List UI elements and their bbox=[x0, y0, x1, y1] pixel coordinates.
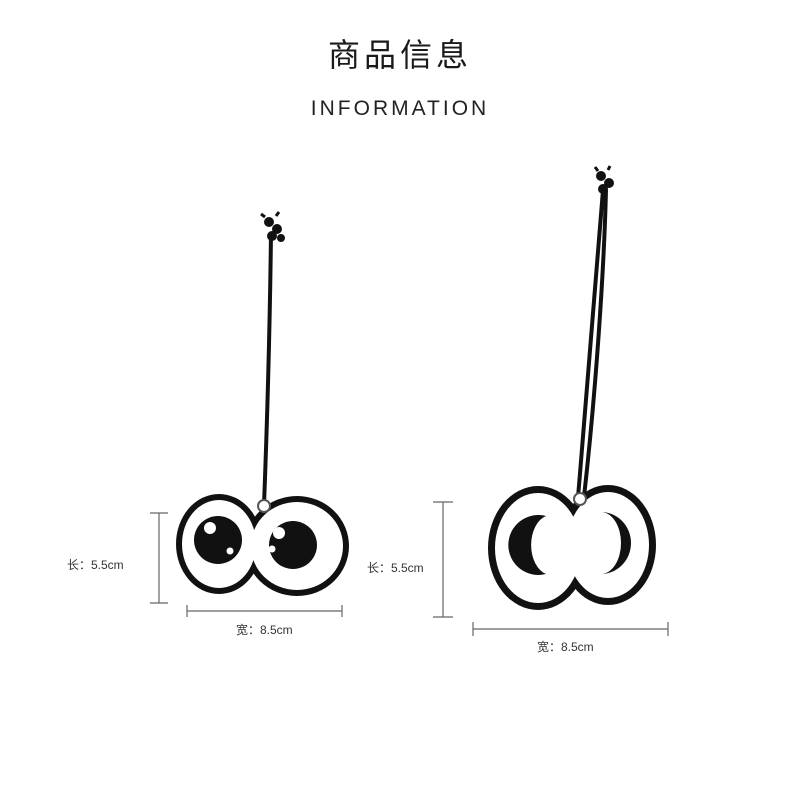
width-label-left: 宽：8.5cm bbox=[236, 623, 293, 637]
eye-pendant-left bbox=[176, 211, 349, 596]
grommet-right-icon bbox=[573, 492, 587, 506]
page-subtitle: INFORMATION bbox=[310, 97, 490, 120]
knot-left-icon bbox=[260, 211, 285, 242]
pupil-left-2-icon bbox=[268, 521, 317, 569]
dimension-lines-right bbox=[433, 501, 669, 636]
cord-left bbox=[262, 231, 273, 506]
width-label-right: 宽：8.5cm bbox=[537, 640, 594, 654]
grommet-left-icon bbox=[257, 499, 271, 513]
cord-right-1 bbox=[576, 189, 605, 498]
page-title: 商品信息 bbox=[327, 36, 472, 74]
pupil-right-1-icon bbox=[508, 515, 546, 576]
pupil-left-1-icon bbox=[194, 516, 242, 564]
knot-right-icon bbox=[593, 165, 614, 194]
length-label-right: 长：5.5cm bbox=[367, 561, 424, 575]
pupil-right-2-icon bbox=[601, 512, 631, 574]
eye-pendant-right bbox=[488, 165, 656, 610]
dimension-lines-left bbox=[150, 512, 343, 617]
length-label-left: 长：5.5cm bbox=[67, 558, 124, 572]
cord-right-2 bbox=[582, 189, 608, 498]
